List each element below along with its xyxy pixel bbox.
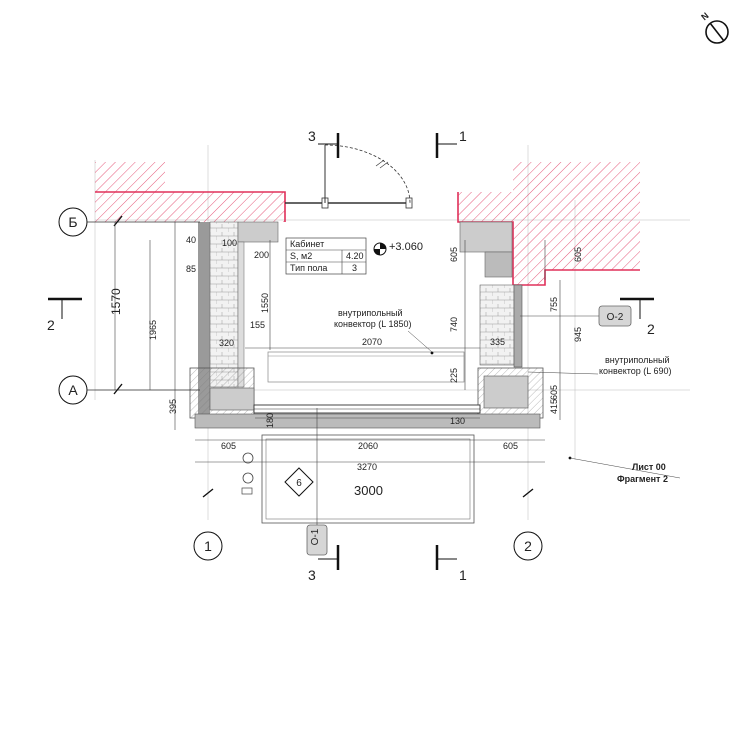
dimension-lines (114, 222, 561, 463)
sheet-ref-line1: Лист 00 (632, 462, 666, 472)
section-3-bottom: 3 (308, 545, 340, 583)
room-left-wall (189, 221, 279, 419)
window-sill (194, 404, 541, 429)
dim-415: 415 (549, 399, 559, 414)
dim-2070: 2070 (362, 337, 382, 347)
balcony-outline (261, 434, 475, 524)
compass-north-label: N (699, 10, 710, 22)
room-floor-label: Тип пола (290, 263, 327, 273)
axis-2-label: 2 (524, 538, 532, 554)
section-3-bottom-label: 3 (308, 567, 316, 583)
room-right-wall (459, 221, 544, 419)
room-floor-value: 3 (352, 263, 357, 273)
axis-b: Б (58, 207, 200, 237)
section-3-top: 3 (308, 128, 340, 158)
axis-2: 2 (513, 488, 543, 561)
room-area-label: S, м2 (290, 251, 312, 261)
dim-605-rb: 605 (549, 385, 559, 400)
dim-945: 945 (573, 327, 583, 342)
room-title: Кабинет (290, 239, 324, 249)
dim-40: 40 (186, 235, 196, 245)
convector-side-line1: внутрипольный (605, 355, 670, 365)
dim-605-right: 605 (503, 441, 518, 451)
sheet-reference: Лист 00 Фрагмент 2 (568, 456, 681, 484)
dim-130: 130 (450, 416, 465, 426)
dim-1570: 1570 (109, 288, 123, 315)
convector-main-line2: конвектор (L 1850) (334, 319, 411, 329)
section-1-bottom: 1 (435, 545, 467, 583)
dim-605-rt: 605 (573, 247, 583, 262)
dim-2060: 2060 (358, 441, 378, 451)
dim-605-top: 605 (449, 247, 459, 262)
axis-a: А (58, 375, 200, 405)
dim-180: 180 (265, 413, 275, 428)
room-area-value: 4.20 (346, 251, 364, 261)
axis-b-label: Б (68, 214, 77, 230)
dim-335: 335 (490, 337, 505, 347)
convector-side-line2: конвектор (L 690) (599, 366, 671, 376)
convector-main: внутрипольный конвектор (L 1850) (267, 308, 465, 383)
sheet-ref-line2: Фрагмент 2 (617, 474, 668, 484)
dim-200: 200 (254, 250, 269, 260)
callout-o2: О-2 (520, 305, 632, 327)
callout-o1: О-1 (306, 408, 328, 556)
section-2-left: 2 (47, 297, 82, 333)
dim-605-left: 605 (221, 441, 236, 451)
convector-main-line1: внутрипольный (338, 308, 403, 318)
dim-155: 155 (250, 320, 265, 330)
node-6-label: 6 (296, 478, 302, 489)
level-value: +3.060 (389, 241, 423, 253)
dim-3000: 3000 (354, 483, 383, 498)
dim-85: 85 (186, 264, 196, 274)
dim-225: 225 (449, 368, 459, 383)
dim-1965: 1965 (148, 320, 158, 340)
existing-wall-left (95, 162, 286, 222)
section-1-top-label: 1 (459, 128, 467, 144)
axis-1-label: 1 (204, 538, 212, 554)
callout-o1-label: О-1 (310, 528, 321, 545)
level-marker: +3.060 (373, 241, 423, 256)
section-2-left-label: 2 (47, 317, 55, 333)
drain-fixtures (241, 452, 254, 495)
dim-320: 320 (219, 338, 234, 348)
axis-1: 1 (193, 488, 223, 561)
node-6-marker: 6 (284, 467, 314, 497)
axis-a-label: А (68, 382, 78, 398)
north-compass-icon: N (699, 10, 729, 44)
dim-100: 100 (222, 238, 237, 248)
section-1-bottom-label: 1 (459, 567, 467, 583)
section-2-right-label: 2 (647, 321, 655, 337)
dim-755: 755 (549, 297, 559, 312)
dim-740: 740 (449, 317, 459, 332)
door (285, 144, 413, 209)
dim-3270: 3270 (357, 462, 377, 472)
section-2-right: 2 (620, 297, 655, 337)
dim-395: 395 (168, 399, 178, 414)
section-3-top-label: 3 (308, 128, 316, 144)
section-1-top: 1 (435, 128, 467, 158)
callout-o2-label: О-2 (607, 312, 624, 323)
dim-1550: 1550 (260, 293, 270, 313)
convector-side: внутрипольный конвектор (L 690) (527, 355, 671, 376)
room-schedule-table: Кабинет S, м2 4.20 Тип пола 3 (285, 237, 367, 275)
